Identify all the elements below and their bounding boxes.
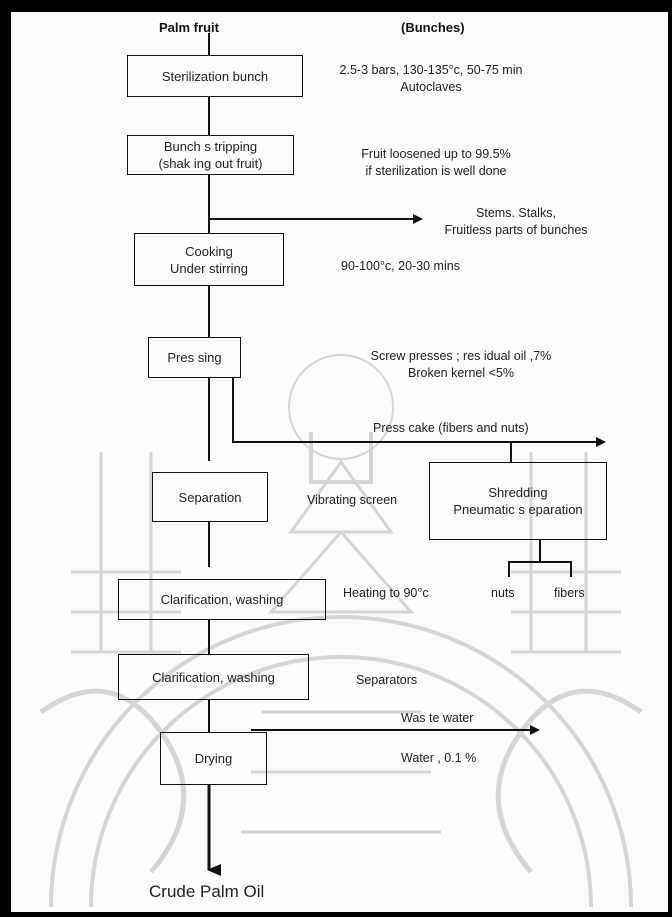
step-clarification-1: Clarification, washing: [118, 579, 326, 620]
note-heating: Heating to 90°c: [343, 586, 429, 600]
note-press-cake: Press cake (fibers and nuts): [373, 421, 529, 435]
step-cooking: Cooking Under stirring: [134, 233, 284, 286]
note-pressing: Screw presses ; res idual oil ,7% Broken…: [370, 349, 552, 380]
flow-lines: [207, 33, 606, 876]
step-sterilization: Sterilization bunch: [127, 55, 303, 97]
header-bunches: (Bunches): [401, 20, 465, 35]
note-nuts: nuts: [491, 586, 515, 600]
note-stems: Stems. Stalks, Fruitless parts of bunche…: [444, 206, 588, 237]
step-bunch-stripping: Bunch s tripping (shak ing out fruit): [127, 135, 294, 175]
arrow-press-cake: [232, 378, 606, 447]
note-separators: Separators: [356, 673, 418, 687]
step-separation: Separation: [152, 472, 268, 522]
step-clarification-2: Clarification, washing: [118, 654, 309, 700]
header-palm-fruit: Palm fruit: [159, 20, 219, 35]
note-stripping: Fruit loosened up to 99.5% if sterilizat…: [361, 147, 511, 178]
note-cooking: 90-100°c, 20-30 mins: [341, 259, 460, 273]
output-crude-palm-oil: Crude Palm Oil: [149, 882, 265, 901]
step-pressing: Pres sing: [148, 337, 241, 378]
note-water: Water , 0.1 %: [401, 751, 477, 765]
note-fibers: fibers: [554, 586, 585, 600]
note-sterilization: 2.5-3 bars, 130-135°c, 50-75 min Autocla…: [339, 63, 523, 94]
note-vibrating-screen: Vibrating screen: [307, 493, 398, 507]
step-shredding: Shredding Pneumatic s eparation: [429, 462, 607, 540]
note-waste-water: Was te water: [401, 711, 474, 725]
diagram-canvas: Palm fruit (Bunches) Sterilization bunch…: [11, 12, 668, 912]
step-drying: Drying: [160, 732, 267, 785]
